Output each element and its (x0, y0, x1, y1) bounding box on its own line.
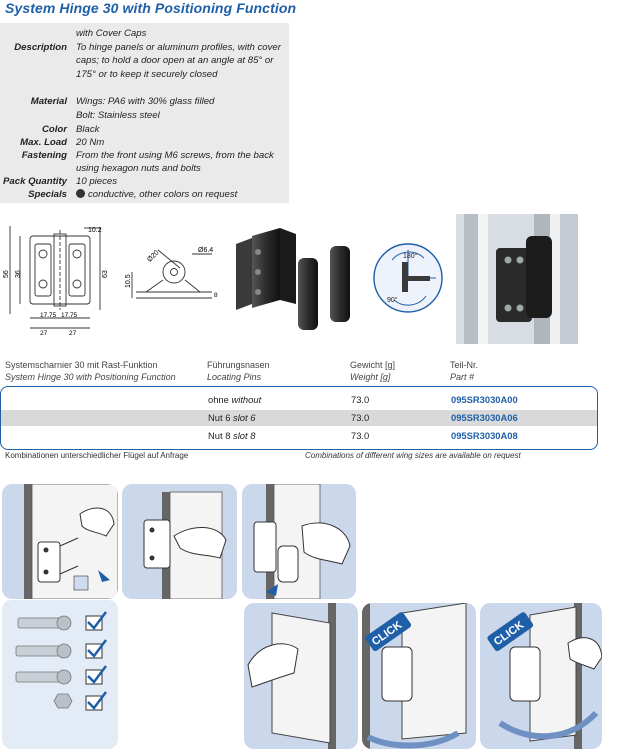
spec-value: From the front using M6 screws, from the… (76, 150, 274, 175)
note-en: Combinations of different wing sizes are… (305, 451, 521, 460)
dim-bottom-1: 27 (40, 330, 48, 336)
spec-row: with Cover Caps (0, 27, 289, 40)
dim-right: 63 (102, 270, 109, 278)
dim-left: 56 (3, 270, 10, 278)
spec-value: conductive, other colors on request (76, 188, 290, 201)
install-step-2-illustration (143, 491, 227, 599)
table-row: Nut 8 slot 8 73.0 095SR3030A08 (1, 428, 597, 444)
angle-diagram: 180° 90° (373, 243, 443, 313)
weight-cell: 73.0 (351, 412, 370, 423)
page-title: System Hinge 30 with Positioning Functio… (5, 0, 297, 16)
header-locating-pins-en: Locating Pins (207, 372, 262, 382)
pins-de: Nut 8 (208, 430, 231, 441)
header-weight: Gewicht [g] Weight [g] (350, 359, 395, 383)
install-step-4-illustration (247, 603, 336, 749)
weight-cell: 73.0 (351, 430, 370, 441)
side-dim-2: Ø6.4 (198, 247, 213, 254)
spec-row: Description To hinge panels or aluminum … (0, 41, 289, 95)
part-number-cell[interactable]: 095SR3030A06 (451, 412, 518, 423)
side-dim-3: 10.5 (125, 274, 132, 288)
install-step-1-illustration (24, 484, 118, 599)
spec-label: Material (30, 96, 67, 107)
pins-en: without (231, 394, 262, 405)
spec-value: 10 pieces (76, 176, 118, 187)
install-step-2 (122, 484, 237, 599)
header-weight-en: Weight [g] (350, 372, 391, 382)
front-view-drawing: 10.2 56 36 63 17.75 17.75 27 27 (3, 226, 109, 336)
spec-value: 20 Nm (76, 137, 105, 148)
pins-cell: ohne without (208, 392, 261, 408)
dim-top: 10.2 (88, 227, 102, 234)
spec-label: Color (41, 124, 67, 135)
header-description: Systemscharnier 30 mit Rast-Funktion Sys… (5, 359, 176, 383)
install-step-6: CLICK (480, 603, 602, 749)
spec-value: Wings: PA6 with 30% glass filled (76, 96, 215, 107)
fastener-options-illustration (15, 611, 107, 711)
header-description-en: System Hinge 30 with Positioning Functio… (5, 372, 176, 382)
spec-label: Specials (28, 189, 67, 200)
dim-mid: 36 (15, 270, 22, 278)
fastener-options-panel (2, 600, 118, 749)
side-view-drawing: Ø20 Ø6.4 10.5 8 (125, 247, 218, 299)
spec-value: Bolt: Stainless steel (76, 110, 160, 121)
spec-label: Description (14, 42, 67, 53)
install-step-3 (242, 484, 356, 599)
note-de: Kombinationen unterschiedlicher Flügel a… (5, 451, 189, 460)
side-dim-4: 8 (214, 292, 218, 299)
parts-table: ohne without 73.0 095SR3030A00 Nut 6 slo… (0, 386, 598, 450)
install-step-1 (2, 484, 118, 599)
hinge-product-image (236, 228, 350, 330)
pins-de: Nut 6 (208, 412, 231, 423)
spec-value: To hinge panels or aluminum profiles, wi… (76, 42, 281, 80)
header-description-de: Systemscharnier 30 mit Rast-Funktion (5, 360, 158, 370)
dim-bottom-inner-1: 17.75 (40, 312, 57, 319)
table-row: Nut 6 slot 6 73.0 095SR3030A06 (1, 410, 597, 426)
dim-bottom-inner-2: 17.75 (61, 312, 78, 319)
header-locating-pins: Führungsnasen Locating Pins (207, 359, 270, 383)
part-number-cell[interactable]: 095SR3030A00 (451, 394, 518, 405)
spec-block: with Cover Caps Description To hinge pan… (0, 23, 289, 203)
mounted-hinge-image (456, 214, 578, 344)
weight-cell: 73.0 (351, 394, 370, 405)
pins-cell: Nut 8 slot 8 (208, 428, 255, 444)
install-step-6-illustration: CLICK (487, 603, 602, 749)
spec-label: Max. Load (20, 137, 67, 148)
conductive-icon (76, 189, 85, 198)
install-step-5-illustration: CLICK (362, 603, 467, 749)
pins-de: ohne (208, 394, 229, 405)
install-step-3-illustration (253, 484, 351, 599)
header-part-number-de: Teil-Nr. (450, 360, 479, 370)
pins-en: slot 6 (233, 412, 256, 423)
specials-text: conductive, other colors on request (88, 189, 238, 200)
part-number-cell[interactable]: 095SR3030A08 (451, 430, 518, 441)
dim-bottom-2: 27 (69, 330, 77, 336)
spec-label: Pack Quantity (3, 176, 67, 187)
side-dim-1: Ø20 (146, 249, 160, 263)
pins-en: slot 8 (233, 430, 256, 441)
install-step-4 (244, 603, 358, 749)
header-part-number-en: Part # (450, 372, 475, 382)
table-row: ohne without 73.0 095SR3030A00 (1, 392, 597, 408)
angle-label-1: 180° (403, 252, 418, 260)
spec-label: Fastening (21, 150, 67, 161)
pins-cell: Nut 6 slot 6 (208, 410, 255, 426)
angle-label-2: 90° (387, 296, 398, 304)
header-part-number: Teil-Nr. Part # (450, 359, 478, 383)
header-weight-de: Gewicht [g] (350, 360, 396, 370)
checkmark-icon (85, 611, 107, 711)
header-locating-pins-de: Führungsnasen (207, 360, 270, 370)
spec-value: with Cover Caps (76, 28, 147, 39)
install-step-5: CLICK (362, 603, 476, 749)
spec-value: Black (76, 124, 100, 135)
